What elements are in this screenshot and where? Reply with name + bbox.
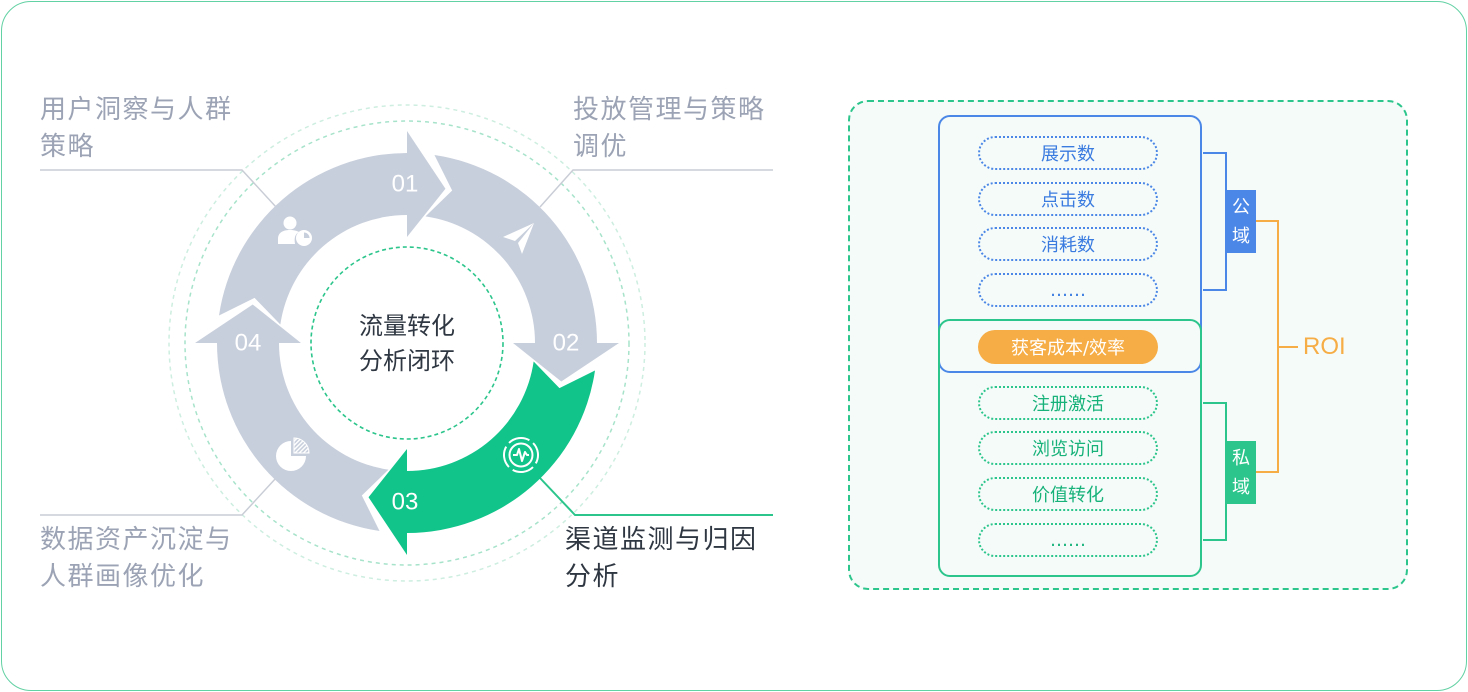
cycle-segment-03 xyxy=(368,361,595,555)
public-domain-tag: 公域 xyxy=(1226,190,1256,253)
connector-user-insight xyxy=(40,169,277,208)
user-insight-icon xyxy=(278,216,312,246)
paper-plane-icon xyxy=(503,223,534,254)
public-metric-pill: 展示数 xyxy=(978,136,1158,170)
inner-dashed-ring xyxy=(310,246,504,440)
cycle-segment-04 xyxy=(195,304,389,531)
cycle-segment-01 xyxy=(219,131,446,325)
stage-label-line: 数据资产沉淀与 xyxy=(40,525,233,555)
public-metric-pill: …… xyxy=(978,273,1158,307)
private-metric-pill: 价值转化 xyxy=(978,477,1158,511)
public-bracket xyxy=(1203,152,1227,291)
public-metric-pill: 消耗数 xyxy=(978,227,1158,261)
center-title-line-2: 分析闭环 xyxy=(359,347,455,375)
private-bracket xyxy=(1203,402,1227,541)
public-metric-pill: 点击数 xyxy=(978,182,1158,216)
stage-label-line: 调优 xyxy=(573,132,629,162)
stage-label-line: 人群画像优化 xyxy=(40,562,206,592)
public-domain-box xyxy=(938,115,1202,373)
stage-label-data-asset: 数据资产沉淀与 人群画像优化 xyxy=(40,522,233,596)
segment-number-03: 03 xyxy=(392,489,419,516)
private-domain-box xyxy=(938,319,1202,577)
private-metric-pill: 浏览访问 xyxy=(978,431,1158,465)
private-metric-pill: 注册激活 xyxy=(978,386,1158,420)
outer-dashed-ring xyxy=(168,104,646,582)
stage-label-line: 渠道监测与归因 xyxy=(565,525,758,555)
stage-label-user-insight: 用户洞察与人群 策略 xyxy=(40,92,233,166)
stage-label-line: 用户洞察与人群 xyxy=(40,95,233,125)
stage-label-line: 策略 xyxy=(40,132,96,162)
middle-dashed-ring xyxy=(184,120,630,566)
stage-label-channel-monitoring: 渠道监测与归因 分析 xyxy=(565,522,758,596)
stage-label-line: 投放管理与策略 xyxy=(573,95,766,125)
segment-number-02: 02 xyxy=(553,330,580,357)
segment-number-01: 01 xyxy=(392,171,419,198)
connector-data-asset xyxy=(40,477,277,516)
segment-number-04: 04 xyxy=(235,330,262,357)
private-domain-tag: 私域 xyxy=(1226,441,1256,504)
private-domain-tag-text: 私域 xyxy=(1232,447,1250,498)
connector-channel-monitoring xyxy=(539,477,773,516)
metrics-panel xyxy=(848,100,1408,590)
connector-delivery xyxy=(539,169,773,208)
center-title-line-1: 流量转化 xyxy=(359,312,455,340)
roi-connector xyxy=(1256,220,1298,473)
cycle-segment-02 xyxy=(425,155,619,382)
public-domain-tag-text: 公域 xyxy=(1232,196,1250,247)
roi-label: ROI xyxy=(1303,333,1346,360)
stage-label-delivery: 投放管理与策略 调优 xyxy=(573,92,766,166)
cycle-diagram: 流量转化 分析闭环 01 02 03 04 xyxy=(40,104,773,582)
stage-label-line: 分析 xyxy=(565,562,621,592)
pie-chart-icon xyxy=(276,437,310,471)
shared-metric-pill: 获客成本/效率 xyxy=(978,330,1158,364)
private-metric-pill: …… xyxy=(978,523,1158,557)
